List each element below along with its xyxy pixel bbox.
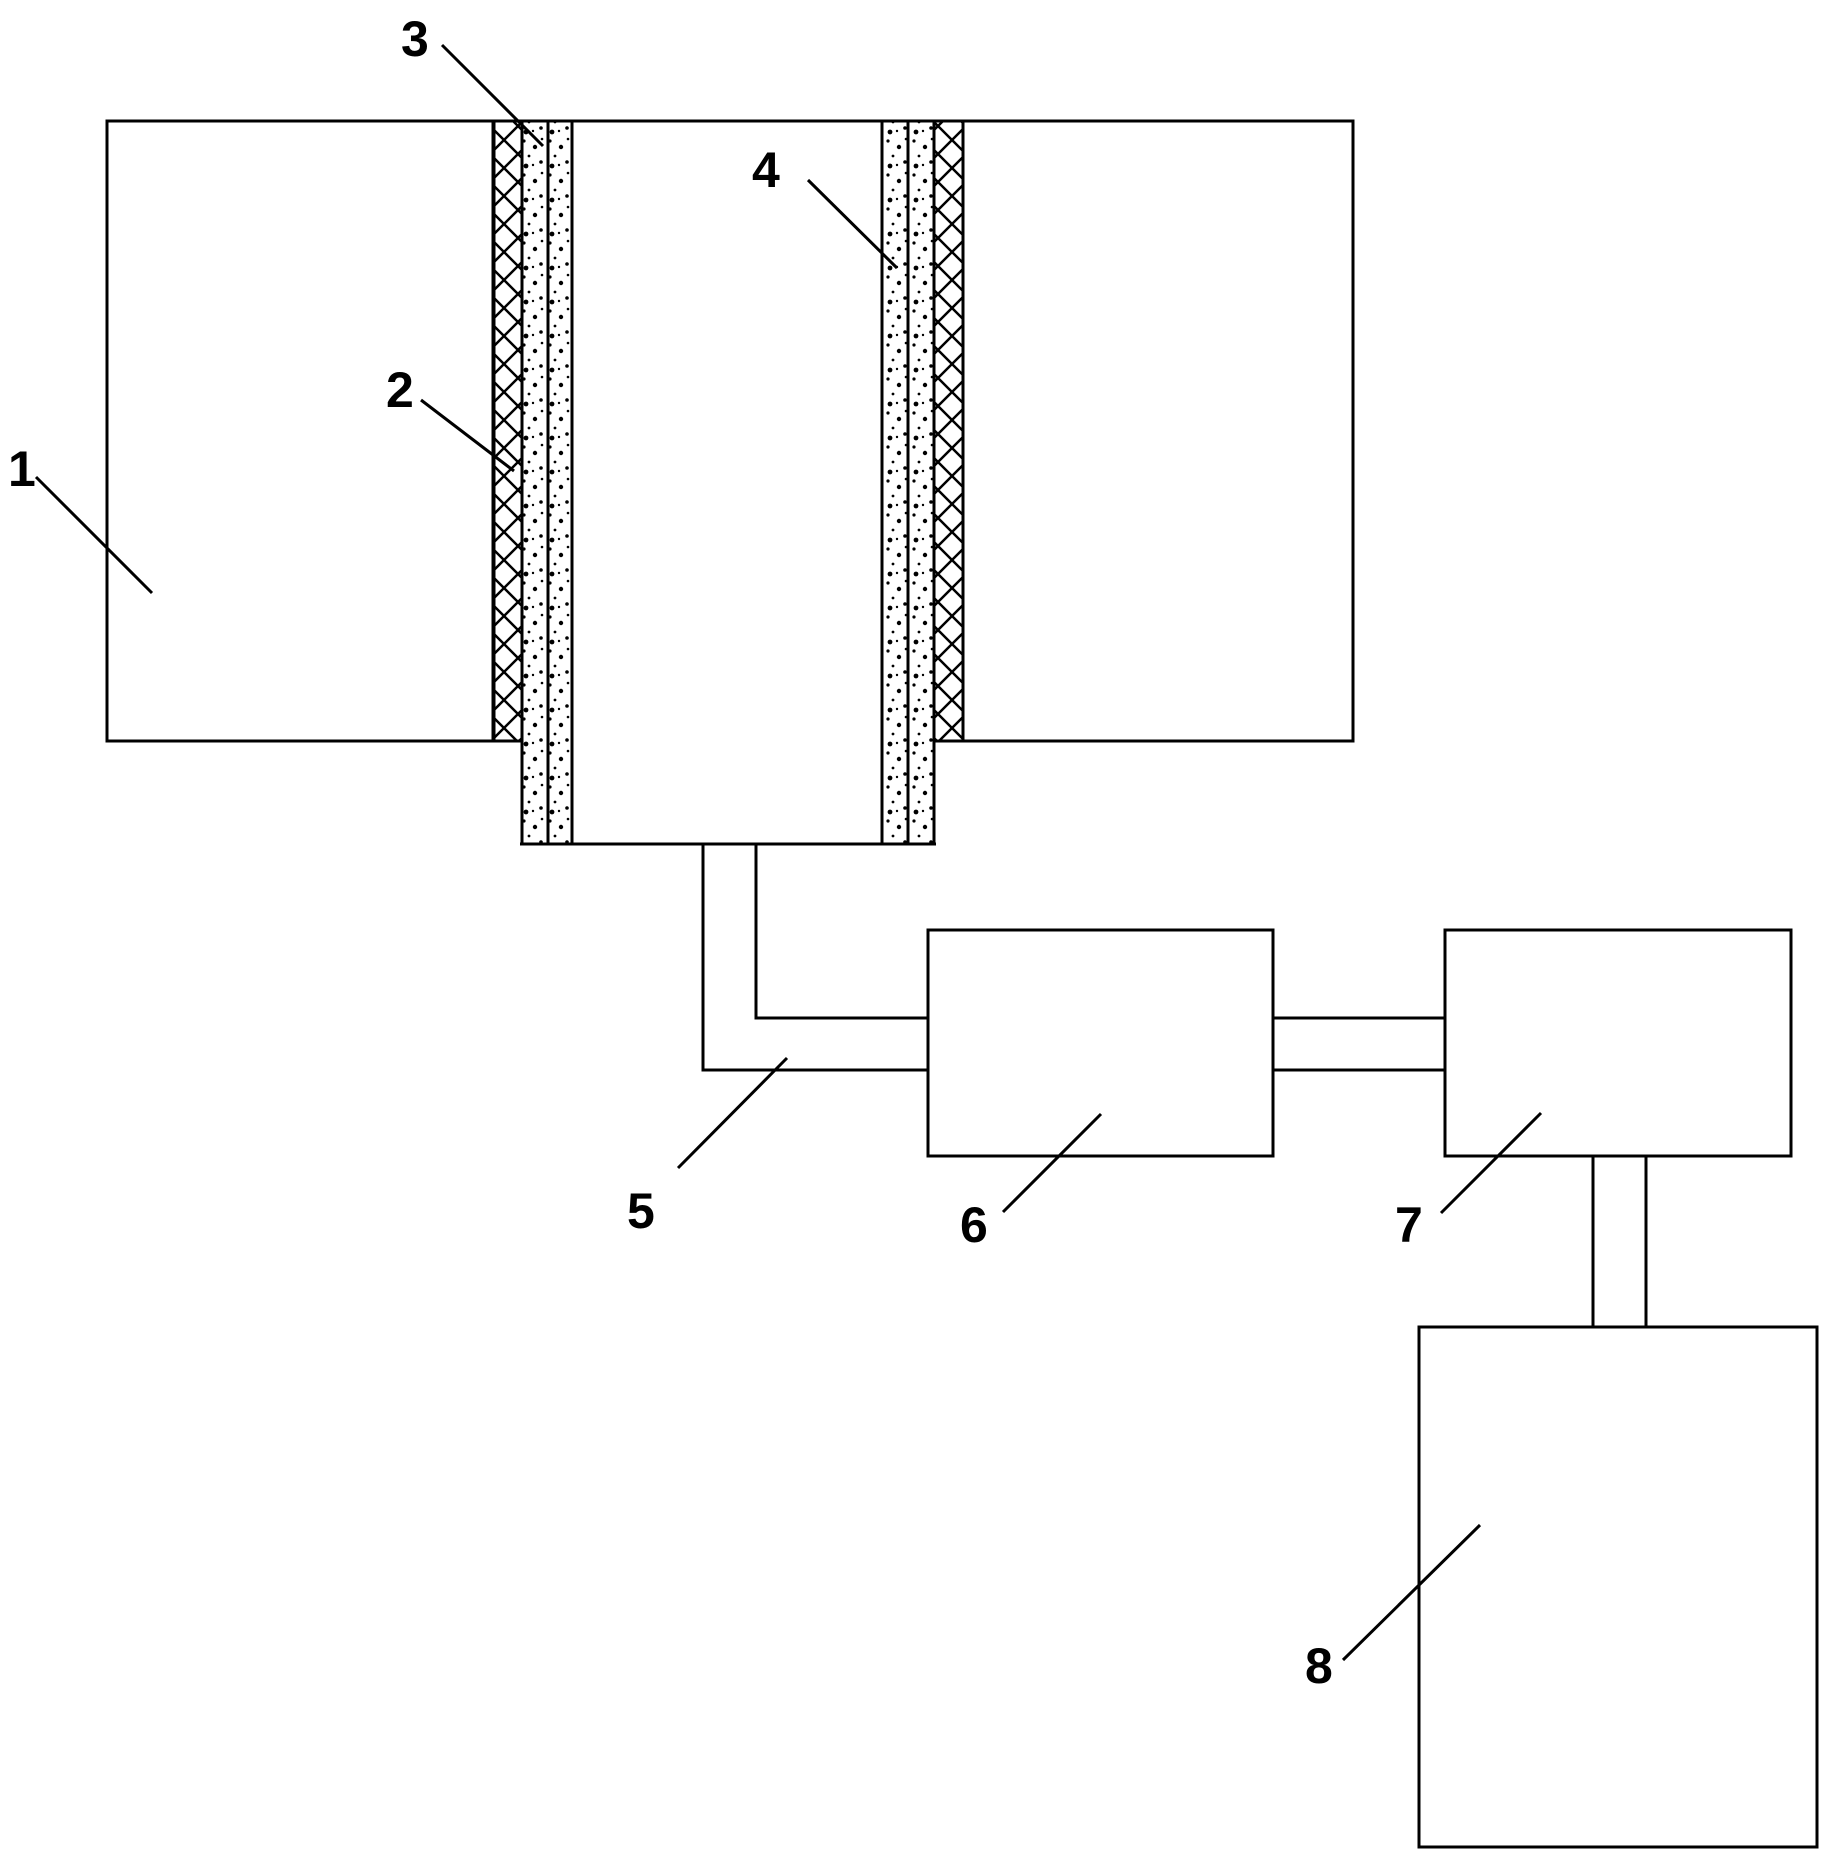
- connector-7-8: [1591, 1156, 1648, 1327]
- connector-6-7: [1273, 1016, 1445, 1072]
- pipe-5: [701, 844, 928, 1072]
- leader-3: [440, 43, 545, 148]
- labels: 1 2 3 4 5 6 7 8: [8, 11, 1423, 1694]
- label-4: 4: [752, 142, 780, 198]
- label-5: 5: [627, 1183, 655, 1239]
- label-8: 8: [1305, 1638, 1333, 1694]
- label-2: 2: [386, 362, 414, 418]
- box-7: [1443, 928, 1793, 1158]
- leader-lines: [34, 43, 1543, 1662]
- box-8: [1417, 1325, 1819, 1849]
- leader-6: [1001, 1112, 1103, 1214]
- crosshatch-layer-2: [492, 119, 965, 743]
- label-1: 1: [8, 441, 36, 497]
- leader-5: [676, 1056, 789, 1170]
- leader-7: [1439, 1111, 1543, 1215]
- label-6: 6: [960, 1197, 988, 1253]
- label-3: 3: [401, 11, 429, 67]
- box-6: [926, 928, 1275, 1158]
- leader-2: [420, 398, 515, 473]
- leader-8: [1341, 1523, 1482, 1662]
- leader-1: [34, 475, 154, 595]
- tube-body: [520, 119, 936, 846]
- tube-walls: [520, 119, 936, 846]
- label-7: 7: [1395, 1197, 1423, 1253]
- block-1: [105, 119, 1355, 743]
- leader-4: [806, 178, 899, 270]
